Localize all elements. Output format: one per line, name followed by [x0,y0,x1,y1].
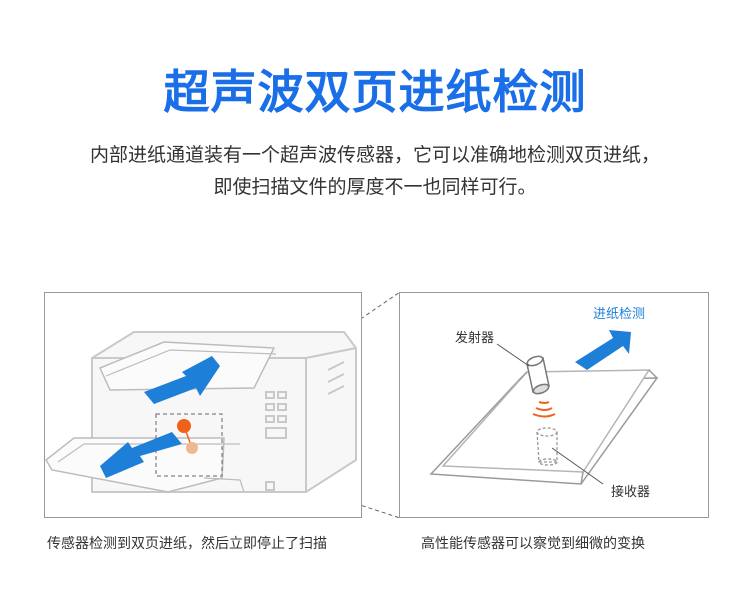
paper-in-arrow [144,356,220,404]
caption-right: 高性能传感器可以察觉到细微的变换 [421,536,645,552]
description-line-2: 即使扫描文件的厚度不一也同样可行。 [213,176,537,198]
page-title: 超声波双页进纸检测 [163,65,587,119]
receiver-icon [536,427,558,466]
sensor-dot-icon [186,442,198,454]
sensor-detail-diagram: 发射器 进纸检测 接收器 [399,292,709,518]
label-detection: 进纸检测 [593,307,645,322]
transmitter-icon [526,355,550,395]
caption-left: 传感器检测到双页进纸，然后立即停止了扫描 [47,536,327,552]
label-receiver: 接收器 [611,484,650,500]
ultrasonic-wave-icon [532,401,556,418]
description-line-1: 内部进纸通道装有一个超声波传感器，它可以准确地检测双页进纸， [89,144,660,166]
detection-arrow [575,330,631,370]
paper-feed-arrow [100,432,182,478]
scanner-illustration [44,292,362,518]
label-transmitter: 发射器 [455,330,494,346]
